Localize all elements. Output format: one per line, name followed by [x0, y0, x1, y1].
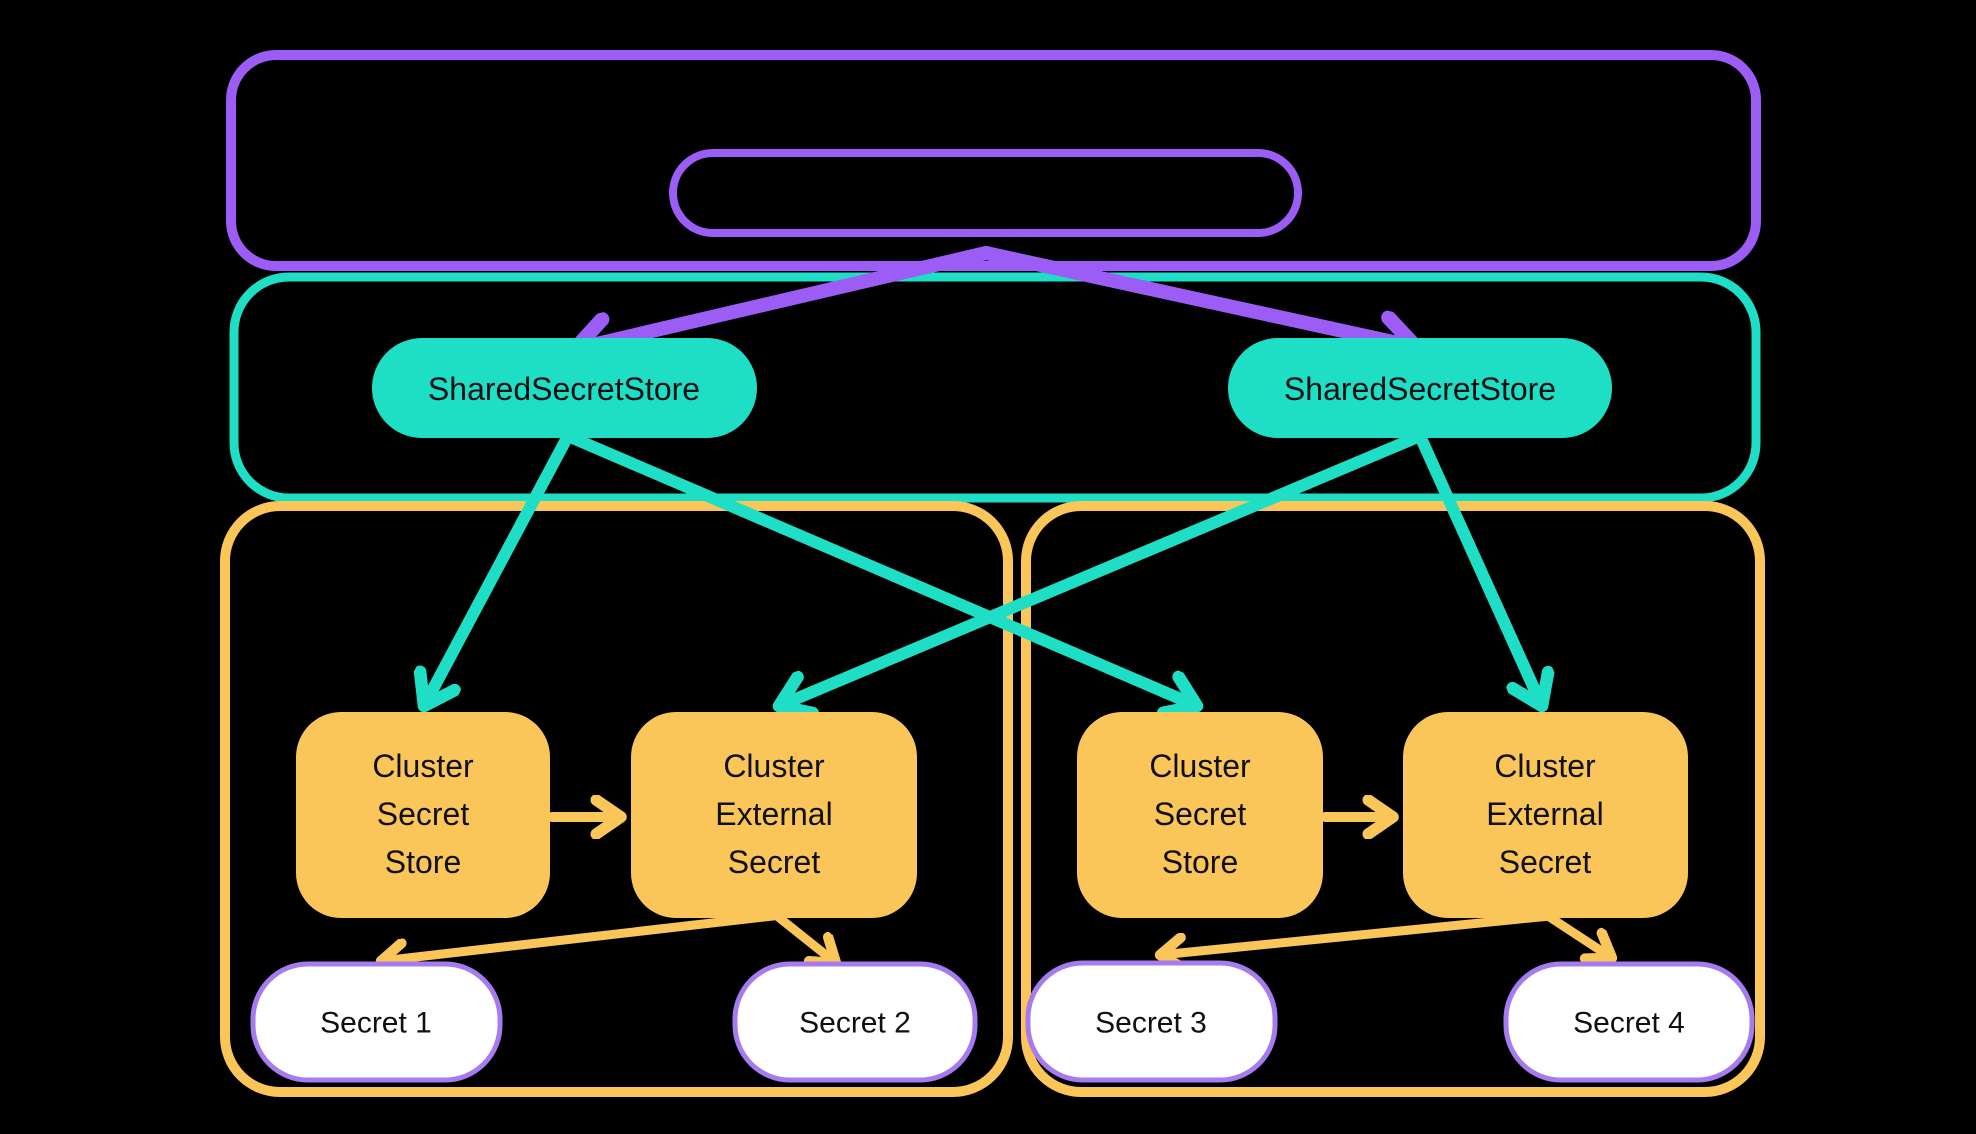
cluster-secret-store-left-box — [296, 712, 550, 918]
cluster-secret-store-right-line1: Cluster — [1149, 748, 1251, 784]
shared-secret-store-left-label: SharedSecretStore — [428, 371, 700, 407]
arrow-right-store-to-right-cluster-external-secret — [1414, 430, 1542, 706]
arrow-right-ces-to-secret4 — [1543, 911, 1612, 958]
shared-secret-store-right-pill — [1228, 338, 1612, 438]
controller-inner-pill — [669, 149, 1302, 237]
shared-secret-store-right-label: SharedSecretStore — [1284, 371, 1556, 407]
arrow-left-ces-to-secret1 — [381, 911, 778, 961]
cluster-external-secret-left-line1: Cluster — [723, 748, 825, 784]
secret-4-label: Secret 4 — [1573, 1007, 1685, 1040]
cluster-container-left — [220, 501, 1013, 1097]
controller-container-box — [226, 50, 1761, 271]
cluster-container-right — [1021, 501, 1765, 1097]
cluster-secret-store-right-line3: Store — [1162, 844, 1238, 880]
arrow-right-store-to-left-cluster-external-secret — [779, 430, 1426, 706]
cluster-secret-store-left-line1: Cluster — [372, 748, 474, 784]
secret-4-pill — [1503, 961, 1755, 1083]
secret-2-pill — [732, 961, 978, 1083]
arrow-left-ces-to-secret2 — [772, 911, 836, 963]
arrow-controller-to-right-shared-store — [979, 246, 1416, 347]
node-shared-secret-store-left: SharedSecretStore — [372, 338, 757, 438]
arrow-left-store-to-left-cluster-secret-store — [424, 430, 574, 706]
node-secret-4: Secret 4 — [1503, 961, 1755, 1083]
node-secret-1: Secret 1 — [250, 961, 503, 1083]
node-cluster-secret-store-right: Cluster Secret Store — [1077, 712, 1323, 918]
node-shared-secret-store-right: SharedSecretStore — [1228, 338, 1612, 438]
node-cluster-external-secret-left: Cluster External Secret — [631, 712, 917, 918]
secret-2-label: Secret 2 — [799, 1007, 911, 1040]
cluster-external-secret-left-box — [631, 712, 917, 918]
shared-secret-store-left-pill — [372, 338, 757, 438]
cluster-external-secret-right-line2: External — [1486, 796, 1603, 832]
secret-1-pill — [250, 961, 503, 1083]
cluster-external-secret-right-line1: Cluster — [1494, 748, 1596, 784]
secret-1-label: Secret 1 — [320, 1007, 432, 1040]
cluster-secret-store-left-line3: Store — [385, 844, 461, 880]
node-cluster-secret-store-left: Cluster Secret Store — [296, 712, 550, 918]
secret-3-label: Secret 3 — [1095, 1007, 1207, 1040]
arrow-right-ces-to-secret3 — [1160, 911, 1555, 955]
secret-3-pill — [1025, 960, 1278, 1083]
cluster-external-secret-left-line3: Secret — [728, 844, 821, 880]
shared-store-container-box — [229, 272, 1761, 503]
node-secret-2: Secret 2 — [732, 961, 978, 1083]
arrow-controller-to-left-shared-store — [575, 246, 993, 349]
cluster-secret-store-left-line2: Secret — [377, 796, 470, 832]
arrow-left-store-to-right-cluster-secret-store — [562, 430, 1197, 706]
node-secret-3: Secret 3 — [1025, 960, 1278, 1083]
cluster-external-secret-right-box — [1403, 712, 1688, 918]
cluster-secret-store-right-box — [1077, 712, 1323, 918]
cluster-secret-store-right-line2: Secret — [1154, 796, 1247, 832]
cluster-external-secret-left-line2: External — [715, 796, 832, 832]
node-cluster-external-secret-right: Cluster External Secret — [1403, 712, 1688, 918]
cluster-external-secret-right-line3: Secret — [1499, 844, 1592, 880]
